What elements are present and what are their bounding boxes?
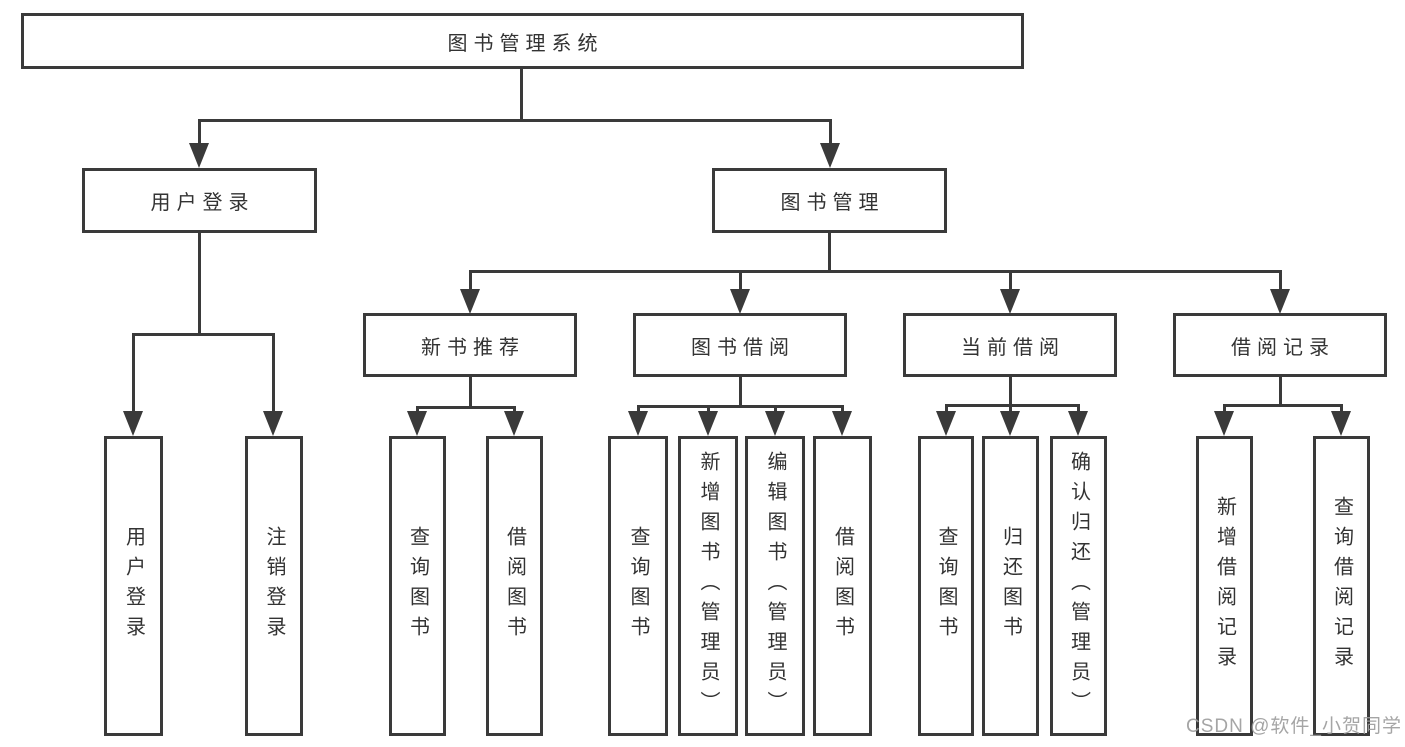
leaf-user-login-label: 用户登录 bbox=[122, 526, 145, 646]
arrowhead-leaf-user-login-icon bbox=[123, 411, 143, 436]
leaf-query-books-recommend-label: 查询图书 bbox=[406, 526, 429, 646]
arrowhead-g2-borrow-icon bbox=[504, 411, 524, 436]
arrowhead-g3-borrow-icon bbox=[832, 411, 852, 436]
leaf-logout: 注销登录 bbox=[245, 436, 303, 736]
leaf-query-borrow-record-label: 查询借阅记录 bbox=[1330, 496, 1353, 676]
watermark: CSDN @软件_小贺同学 bbox=[1186, 716, 1402, 737]
leaf-confirm-return-admin-label: 确认归还（管理员） bbox=[1067, 451, 1090, 721]
node-library-management-system: 图书管理系统 bbox=[21, 13, 1024, 69]
arrowhead-g3-edit-icon bbox=[765, 411, 785, 436]
connector-drop-book-borrow bbox=[739, 270, 742, 291]
leaf-query-books-current: 查询图书 bbox=[918, 436, 974, 736]
node-new-book-recommend: 新书推荐 bbox=[363, 313, 577, 377]
leaf-query-books-recommend: 查询图书 bbox=[389, 436, 446, 736]
connector-book-borrow-rail bbox=[637, 405, 844, 408]
connector-drop-user-login bbox=[198, 119, 201, 145]
arrowhead-g3-add-icon bbox=[698, 411, 718, 436]
arrowhead-g4-confirm-icon bbox=[1068, 411, 1088, 436]
leaf-add-book-admin-label: 新增图书（管理员） bbox=[697, 451, 719, 721]
leaf-add-borrow-record-label: 新增借阅记录 bbox=[1213, 496, 1236, 676]
leaf-borrow-books-label: 借阅图书 bbox=[831, 526, 854, 646]
leaf-edit-book-admin-label: 编辑图书（管理员） bbox=[764, 451, 786, 721]
arrowhead-g2-query-icon bbox=[407, 411, 427, 436]
connector-user-login-trunk bbox=[198, 233, 201, 335]
leaf-user-login: 用户登录 bbox=[104, 436, 163, 736]
connector-borrow-records-trunk bbox=[1279, 377, 1282, 407]
node-user-login: 用户登录 bbox=[82, 168, 317, 233]
connector-level3-rail bbox=[469, 270, 1282, 273]
leaf-logout-label: 注销登录 bbox=[263, 526, 285, 646]
connector-drop-g3-borrow bbox=[841, 405, 844, 416]
leaf-query-borrow-record: 查询借阅记录 bbox=[1313, 436, 1370, 736]
connector-drop-g3-add bbox=[707, 405, 710, 416]
connector-drop-g3-edit bbox=[774, 405, 777, 416]
leaf-add-borrow-record: 新增借阅记录 bbox=[1196, 436, 1253, 736]
arrowhead-book-borrow-icon bbox=[730, 289, 750, 314]
connector-new-book-trunk bbox=[469, 377, 472, 409]
arrowhead-new-book-icon bbox=[460, 289, 480, 314]
node-book-management: 图书管理 bbox=[712, 168, 947, 233]
connector-drop-g4-return bbox=[1009, 404, 1012, 416]
node-book-borrow: 图书借阅 bbox=[633, 313, 847, 377]
arrowhead-g4-return-icon bbox=[1000, 411, 1020, 436]
connector-drop-leaf-logout bbox=[272, 333, 275, 415]
leaf-add-book-admin: 新增图书（管理员） bbox=[678, 436, 738, 736]
leaf-query-books-current-label: 查询图书 bbox=[935, 526, 957, 646]
connector-current-borrow-trunk bbox=[1009, 377, 1012, 407]
connector-drop-book-management bbox=[829, 119, 832, 145]
connector-new-book-rail bbox=[416, 406, 516, 409]
leaf-borrow-books-recommend: 借阅图书 bbox=[486, 436, 543, 736]
connector-drop-new-book bbox=[469, 270, 472, 291]
leaf-return-book: 归还图书 bbox=[982, 436, 1039, 736]
leaf-return-book-label: 归还图书 bbox=[999, 526, 1022, 646]
node-borrow-records: 借阅记录 bbox=[1173, 313, 1387, 377]
connector-drop-leaf-user-login bbox=[132, 333, 135, 415]
arrowhead-borrow-records-icon bbox=[1270, 289, 1290, 314]
leaf-edit-book-admin: 编辑图书（管理员） bbox=[745, 436, 805, 736]
connector-drop-g5-add bbox=[1223, 404, 1226, 416]
leaf-borrow-books: 借阅图书 bbox=[813, 436, 872, 736]
arrowhead-book-management-icon bbox=[820, 143, 840, 168]
connector-drop-borrow-records bbox=[1279, 270, 1282, 291]
connector-book-management-trunk bbox=[828, 233, 831, 273]
connector-current-borrow-rail bbox=[945, 404, 1079, 407]
leaf-query-books-borrow: 查询图书 bbox=[608, 436, 668, 736]
connector-drop-g4-query bbox=[945, 404, 948, 416]
leaf-borrow-books-recommend-label: 借阅图书 bbox=[503, 526, 526, 646]
connector-drop-g3-query bbox=[637, 405, 640, 416]
arrowhead-g5-query-icon bbox=[1331, 411, 1351, 436]
leaf-query-books-borrow-label: 查询图书 bbox=[627, 526, 649, 646]
connector-borrow-records-rail bbox=[1223, 404, 1342, 407]
arrowhead-user-login-icon bbox=[189, 143, 209, 168]
arrowhead-g3-query-icon bbox=[628, 411, 648, 436]
connector-book-borrow-trunk bbox=[739, 377, 742, 408]
leaf-confirm-return-admin: 确认归还（管理员） bbox=[1050, 436, 1107, 736]
arrowhead-g4-query-icon bbox=[936, 411, 956, 436]
connector-drop-g4-confirm bbox=[1077, 404, 1080, 416]
arrowhead-leaf-logout-icon bbox=[263, 411, 283, 436]
connector-root-trunk bbox=[520, 69, 523, 120]
connector-level2-rail bbox=[198, 119, 832, 122]
connector-drop-g5-query bbox=[1340, 404, 1343, 416]
arrowhead-g5-add-icon bbox=[1214, 411, 1234, 436]
connector-user-login-rail bbox=[132, 333, 275, 336]
node-current-borrow: 当前借阅 bbox=[903, 313, 1117, 377]
arrowhead-current-borrow-icon bbox=[1000, 289, 1020, 314]
connector-drop-current-borrow bbox=[1009, 270, 1012, 291]
